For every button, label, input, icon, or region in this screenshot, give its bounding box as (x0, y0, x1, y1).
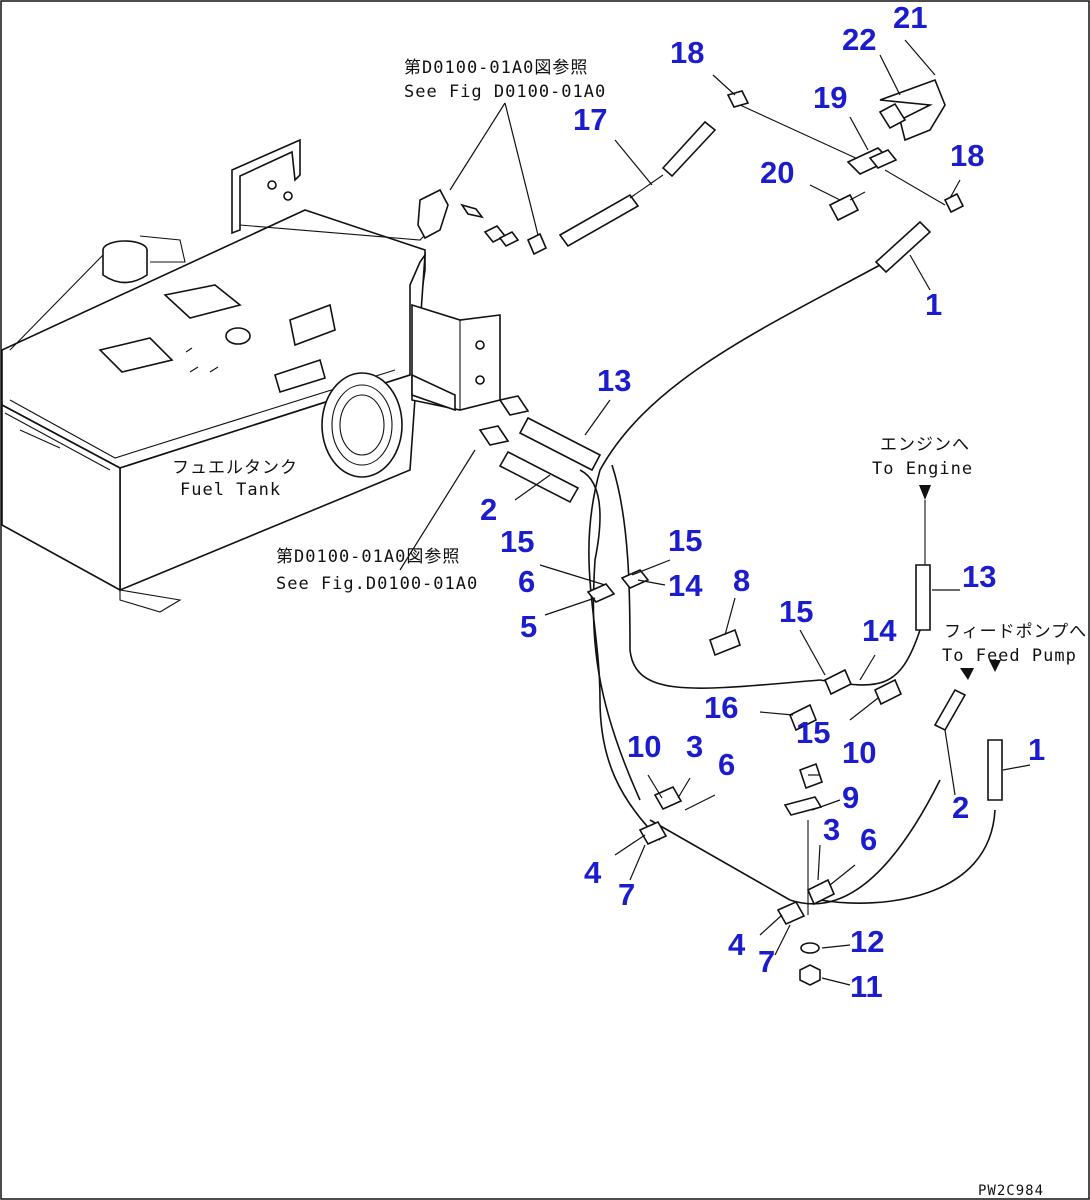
callout-1: 1 (925, 287, 942, 322)
callout-19: 19 (813, 80, 847, 115)
callout-15: 15 (779, 594, 813, 629)
hoses (478, 264, 1003, 905)
callout-4: 4 (728, 927, 746, 962)
ref-top-jp: 第D0100-01A0図参照 (404, 58, 588, 78)
callout-13: 13 (597, 363, 631, 398)
engine-label-jp: エンジンへ (880, 435, 970, 455)
callout-6: 6 (518, 564, 535, 599)
callout-14: 14 (668, 568, 703, 603)
tank-label-en: Fuel Tank (180, 480, 281, 500)
clamps (586, 569, 903, 986)
callout-15: 15 (668, 523, 702, 558)
ref-mid-en: See Fig.D0100-01A0 (276, 574, 478, 594)
upper-fittings (417, 78, 965, 274)
leader-lines (399, 39, 1031, 986)
pump-label-en: To Feed Pump (942, 646, 1077, 666)
callout-3: 3 (823, 812, 840, 847)
callout-3: 3 (686, 729, 703, 764)
engine-label-en: To Engine (872, 459, 973, 479)
callout-2: 2 (480, 492, 497, 527)
callout-15: 15 (500, 524, 534, 559)
callout-10: 10 (842, 735, 876, 770)
callout-5: 5 (520, 609, 537, 644)
callout-16: 16 (704, 690, 738, 725)
ref-top-en: See Fig D0100-01A0 (404, 82, 606, 102)
callout-7: 7 (618, 877, 635, 912)
callout-10: 10 (627, 729, 661, 764)
ref-mid-jp: 第D0100-01A0図参照 (276, 547, 460, 567)
pump-label-jp: フィードポンプへ (944, 622, 1087, 642)
callout-22: 22 (842, 22, 876, 57)
callout-2: 2 (952, 790, 969, 825)
callout-6: 6 (860, 822, 877, 857)
callout-17: 17 (573, 102, 607, 137)
callout-numbers: 1 1 2 2 3 3 4 4 5 6 6 6 7 7 8 9 10 10 11… (480, 0, 1045, 1004)
drawing-code: PW2C984 (978, 1183, 1044, 1199)
callout-21: 21 (893, 0, 927, 35)
callout-13: 13 (962, 559, 996, 594)
callout-20: 20 (760, 155, 794, 190)
callout-7: 7 (758, 944, 775, 979)
callout-14: 14 (862, 613, 897, 648)
callout-11: 11 (850, 969, 883, 1004)
callout-18: 18 (670, 35, 704, 70)
annotations: 第D0100-01A0図参照 See Fig D0100-01A0 第D0100… (276, 58, 1087, 1199)
fuel-tank: フュエルタンク Fuel Tank (1, 138, 501, 613)
callout-6: 6 (718, 747, 735, 782)
callout-12: 12 (850, 924, 884, 959)
callout-1: 1 (1028, 732, 1045, 767)
callout-15: 15 (796, 715, 830, 750)
callout-8: 8 (733, 563, 750, 598)
callout-4: 4 (584, 855, 602, 890)
tank-label-jp: フュエルタンク (172, 458, 298, 478)
callout-18: 18 (950, 138, 984, 173)
callout-9: 9 (842, 780, 859, 815)
